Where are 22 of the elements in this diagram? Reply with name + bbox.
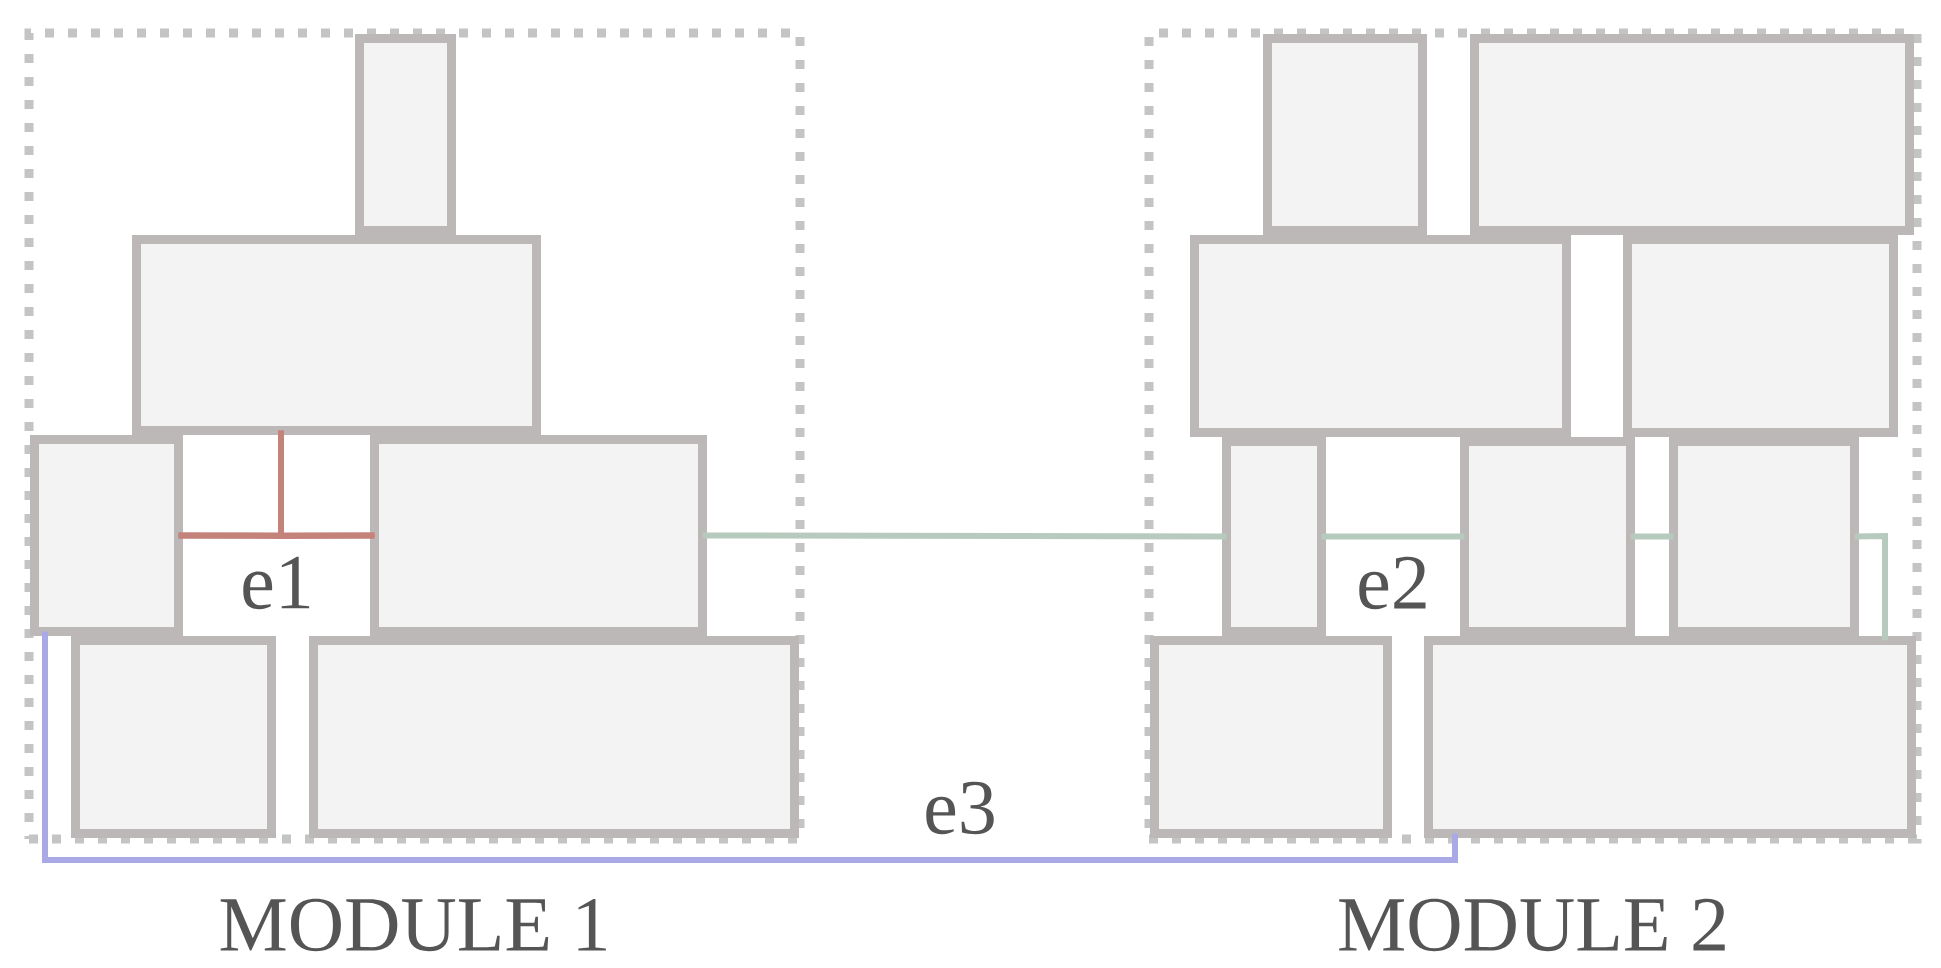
module-block [309, 636, 799, 838]
module-block [71, 636, 276, 838]
connector-line [278, 430, 375, 539]
module-block [1222, 437, 1326, 636]
module-block [355, 34, 456, 235]
connector-line [1630, 533, 1674, 540]
module-label: MODULE 1 [220, 898, 606, 952]
module-block [1669, 437, 1859, 636]
connector-line [42, 631, 1458, 863]
module-label: MODULE 2 [1339, 898, 1725, 952]
module-block [370, 435, 707, 636]
connector-line [1854, 532, 1888, 641]
module-block [1470, 34, 1914, 235]
edge-label: e3 [921, 779, 999, 837]
module-block [1460, 437, 1635, 636]
connector-line [1321, 533, 1465, 540]
module-block [1623, 235, 1898, 437]
module-block [1263, 34, 1427, 235]
edge-label: e2 [1354, 554, 1432, 612]
edge-label: e1 [238, 554, 316, 612]
connector-line [702, 532, 1227, 540]
module-block [30, 435, 183, 636]
